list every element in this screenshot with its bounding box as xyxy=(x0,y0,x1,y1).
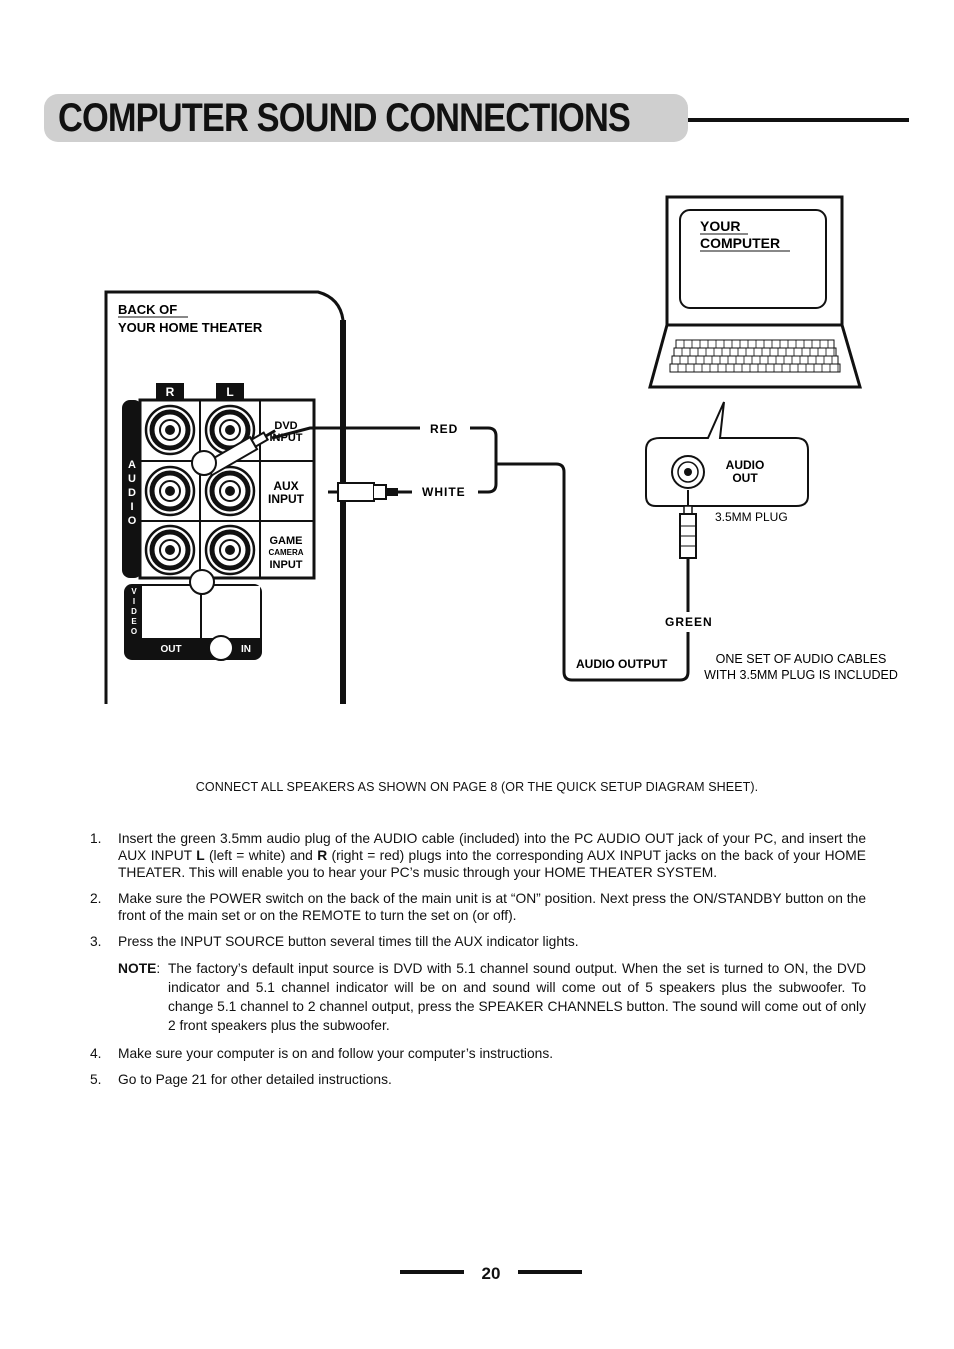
aux-label-1: AUX xyxy=(273,479,298,493)
jack-l-label: L xyxy=(226,385,233,399)
rca-jack xyxy=(144,524,196,576)
audio-out-label-2: OUT xyxy=(732,471,758,485)
connection-diagram: BACK OF YOUR HOME THEATER R L A U D I O … xyxy=(104,195,898,704)
step-number: 2. xyxy=(90,891,102,906)
cables-note-1: ONE SET OF AUDIO CABLES xyxy=(716,652,887,666)
step-number: 3. xyxy=(90,934,102,949)
note-text: The factory’s default input source is DV… xyxy=(168,961,866,1033)
rca-jack xyxy=(204,404,256,456)
plug-label: 3.5MM PLUG xyxy=(715,510,788,524)
step-number: 1. xyxy=(90,831,102,846)
page-number: 20 xyxy=(481,1264,501,1283)
audio-side-bar xyxy=(122,400,142,578)
audio-output-label: AUDIO OUTPUT xyxy=(576,657,668,671)
red-label: RED xyxy=(430,422,458,436)
audio-letter-o: O xyxy=(128,515,137,527)
list-item: 2. Make sure the POWER switch on the bac… xyxy=(90,890,866,924)
video-letter-e: E xyxy=(131,617,137,626)
dvd-label-1: DVD xyxy=(274,420,297,432)
step-text: Go to Page 21 for other detailed instruc… xyxy=(118,1072,392,1087)
list-item: 3. Press the INPUT SOURCE button several… xyxy=(90,933,866,950)
instruction-list: 1. Insert the green 3.5mm audio plug of … xyxy=(90,830,866,1097)
audio-letter-d: D xyxy=(128,487,136,499)
computer-label-1: YOUR xyxy=(700,218,740,234)
game-label-2: CAMERA xyxy=(268,548,303,557)
home-theater-panel: BACK OF YOUR HOME THEATER R L A U D I O … xyxy=(104,290,346,704)
rca-jack xyxy=(144,465,196,517)
note-block: NOTE: The factory’s default input source… xyxy=(118,961,866,1033)
list-item: 5. Go to Page 21 for other detailed inst… xyxy=(90,1071,866,1088)
note-label: NOTE xyxy=(118,961,157,976)
video-in-label: IN xyxy=(241,644,251,655)
theater-label-2: YOUR HOME THEATER xyxy=(118,320,263,335)
audio-letter-u: U xyxy=(128,473,136,485)
game-label-1: GAME xyxy=(270,535,303,547)
step-text: Make sure your computer is on and follow… xyxy=(118,1046,554,1061)
rca-white-plug xyxy=(328,482,412,502)
red-cable xyxy=(271,426,420,440)
computer-illustration: YOUR COMPUTER xyxy=(648,195,862,389)
keyboard-grid xyxy=(669,339,841,373)
jack-r-label: R xyxy=(166,385,175,399)
audio-letter-a: A xyxy=(128,459,136,471)
page-number-rule-left xyxy=(400,1270,464,1274)
step-number: 5. xyxy=(90,1072,102,1087)
theater-label-1: BACK OF xyxy=(118,302,177,317)
list-item: 1. Insert the green 3.5mm audio plug of … xyxy=(90,830,866,881)
game-label-3: INPUT xyxy=(270,559,303,571)
audio-out-callout: AUDIO OUT xyxy=(645,401,809,507)
step-text: Press the INPUT SOURCE button several ti… xyxy=(118,934,579,949)
video-letter-i: I xyxy=(133,597,135,606)
page-number-rule-right xyxy=(518,1270,582,1274)
aux-label-2: INPUT xyxy=(268,492,305,506)
rca-jack xyxy=(204,465,256,517)
step-text: Make sure the POWER switch on the back o… xyxy=(118,891,866,923)
white-label: WHITE xyxy=(422,485,466,499)
title-rule xyxy=(688,118,909,122)
green-label: GREEN xyxy=(665,615,713,629)
video-letter-o: O xyxy=(131,627,137,636)
jack-l-tab xyxy=(216,383,244,400)
video-letter-v: V xyxy=(131,587,137,596)
audio-letter-i: I xyxy=(130,501,133,513)
video-letter-d: D xyxy=(131,607,137,616)
rca-jack xyxy=(204,524,256,576)
page-title: COMPUTER SOUND CONNECTIONS xyxy=(58,96,631,140)
audio-cable xyxy=(496,462,690,682)
cables-note-2: WITH 3.5MM PLUG IS INCLUDED xyxy=(704,668,898,682)
title-banner xyxy=(44,94,688,142)
list-item: 4. Make sure your computer is on and fol… xyxy=(90,1045,866,1062)
audio-out-label-1: AUDIO xyxy=(726,458,765,472)
diagram-caption: CONNECT ALL SPEAKERS AS SHOWN ON PAGE 8 … xyxy=(195,780,759,794)
rca-jack xyxy=(144,404,196,456)
step-text: Insert the green 3.5mm audio plug of the… xyxy=(118,831,866,880)
mini-plug xyxy=(679,490,697,580)
jack-r-tab xyxy=(156,383,184,400)
computer-label-2: COMPUTER xyxy=(700,235,780,251)
video-out-label: OUT xyxy=(160,644,181,655)
step-number: 4. xyxy=(90,1046,102,1061)
